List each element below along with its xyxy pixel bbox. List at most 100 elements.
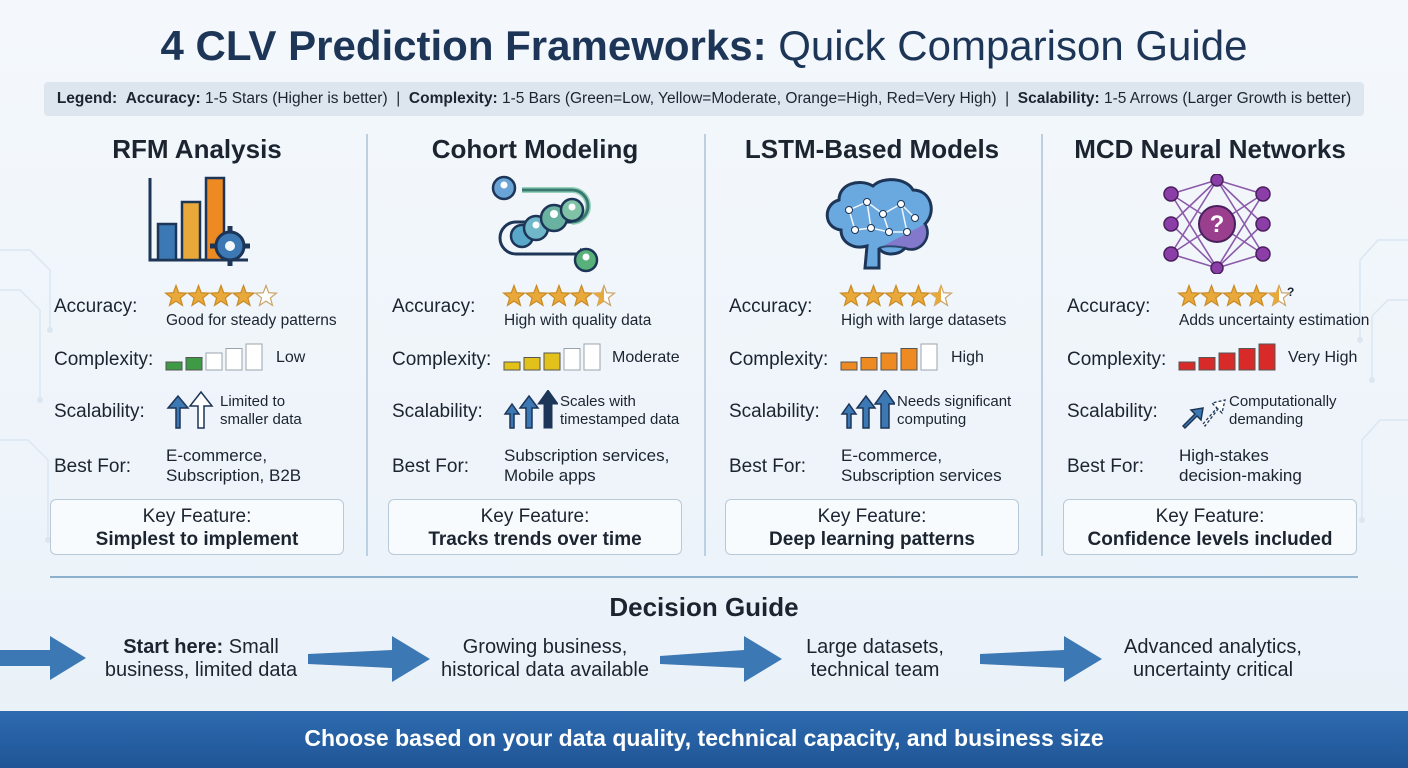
flow-arrow-icon	[308, 636, 430, 682]
accuracy-star	[253, 284, 279, 307]
complexity-bar	[185, 357, 203, 371]
flow-arrow-icon	[980, 636, 1102, 682]
accuracy-star	[524, 284, 549, 307]
accuracy-star	[1199, 284, 1224, 307]
bar-chart-gear-icon	[148, 176, 250, 266]
accuracy-note: Adds uncertainty estimation	[1179, 312, 1370, 329]
accuracy-star	[1177, 284, 1202, 307]
accuracy-stars	[164, 284, 279, 307]
legend-bar: Legend: Accuracy: 1-5 Stars (Higher is b…	[44, 82, 1364, 116]
complexity-bars	[1178, 343, 1276, 371]
complexity-bar	[503, 361, 521, 371]
complexity-bar	[1178, 361, 1196, 371]
accuracy-star-partial	[930, 285, 941, 306]
svg-text:?: ?	[1210, 211, 1225, 238]
accuracy-star	[906, 284, 931, 307]
complexity-bar	[1198, 357, 1216, 371]
best-for-text: E-commerce,Subscription, B2B	[166, 446, 302, 485]
accuracy-stars	[839, 284, 954, 307]
accuracy-star	[231, 284, 256, 307]
accuracy-star	[883, 284, 909, 307]
accuracy-star	[1244, 284, 1269, 307]
column-divider	[704, 134, 706, 556]
key-feature-box: Key Feature:Tracks trends over time	[388, 499, 682, 555]
complexity-bar	[1258, 343, 1276, 371]
accuracy-star	[208, 284, 234, 307]
column-divider	[366, 134, 368, 556]
framework-name: LSTM-Based Models	[744, 134, 1000, 164]
flow-arrow-icon	[0, 636, 86, 680]
complexity-note: Moderate	[612, 349, 680, 366]
framework-name: Cohort Modeling	[431, 134, 639, 164]
neural-network-question-icon: ?	[1163, 174, 1271, 274]
complexity-bar	[205, 352, 223, 371]
column-divider	[1041, 134, 1043, 556]
complexity-bars	[840, 343, 938, 371]
framework-card-rfm: RFM Analysis Accuracy: Complexity: Scala…	[50, 130, 388, 562]
complexity-bar	[543, 352, 561, 371]
complexity-bars	[503, 343, 601, 371]
decision-guide-title: Decision Guide	[609, 592, 799, 622]
accuracy-star-partial	[1268, 285, 1279, 306]
complexity-bar	[880, 352, 898, 371]
user-cohort-icon	[491, 175, 599, 273]
framework-card-cohort: Cohort Modeling Accuracy: Complexity: Sc…	[388, 130, 726, 562]
complexity-bar	[563, 348, 581, 371]
complexity-bar	[165, 361, 183, 371]
brain-network-icon	[825, 178, 933, 270]
accuracy-star	[546, 284, 572, 307]
framework-card-mcd: MCD Neural Networks ? Accuracy: Complexi…	[1063, 130, 1401, 562]
scalability-arrows-icon	[1181, 399, 1226, 430]
accuracy-star	[839, 284, 864, 307]
key-feature-box: Key Feature:Simplest to implement	[50, 499, 344, 555]
footer-banner: Choose based on your data quality, techn…	[0, 711, 1408, 768]
complexity-note: Low	[276, 349, 306, 366]
complexity-bar	[1238, 348, 1256, 371]
complexity-bar	[860, 357, 878, 371]
accuracy-note: Good for steady patterns	[166, 312, 337, 329]
framework-card-lstm: LSTM-Based Models Accuracy: Complexity: …	[725, 130, 1063, 562]
decision-step-2: Growing business,historical data availab…	[441, 636, 649, 681]
accuracy-note: High with quality data	[504, 312, 652, 329]
complexity-bar	[1218, 352, 1236, 371]
complexity-note: High	[951, 349, 984, 366]
accuracy-extra-glyph: ?	[1287, 285, 1294, 299]
framework-name: MCD Neural Networks	[1074, 134, 1346, 164]
accuracy-star	[186, 284, 211, 307]
complexity-bar	[225, 348, 243, 371]
accuracy-star	[861, 284, 886, 307]
scalability-arrows-icon	[503, 390, 558, 429]
key-feature-box: Key Feature:Deep learning patterns	[725, 499, 1019, 555]
accuracy-note: High with large datasets	[841, 312, 1007, 329]
complexity-bars	[165, 343, 263, 371]
accuracy-star	[502, 284, 527, 307]
framework-name: RFM Analysis	[112, 134, 282, 164]
scalability-arrows-icon	[840, 390, 895, 429]
complexity-note: Very High	[1288, 349, 1358, 366]
complexity-bar	[523, 357, 541, 371]
accuracy-star	[569, 284, 594, 307]
best-for-text: Subscription services,Mobile apps	[504, 446, 670, 485]
flow-arrow-icon	[660, 636, 782, 682]
section-divider	[50, 576, 1358, 578]
complexity-bar	[920, 343, 938, 371]
page-title: 4 CLV Prediction Frameworks: Quick Compa…	[160, 22, 1248, 69]
accuracy-star	[164, 284, 189, 307]
accuracy-star-partial	[593, 285, 604, 306]
complexity-bar	[245, 343, 263, 371]
scalability-arrows-icon	[166, 390, 214, 429]
complexity-bar	[583, 343, 601, 371]
accuracy-stars	[502, 284, 617, 307]
key-feature-box: Key Feature:Confidence levels included	[1063, 499, 1357, 555]
accuracy-stars: ?	[1177, 284, 1294, 307]
complexity-bar	[840, 361, 858, 371]
accuracy-star	[1221, 284, 1247, 307]
complexity-bar	[900, 348, 918, 371]
